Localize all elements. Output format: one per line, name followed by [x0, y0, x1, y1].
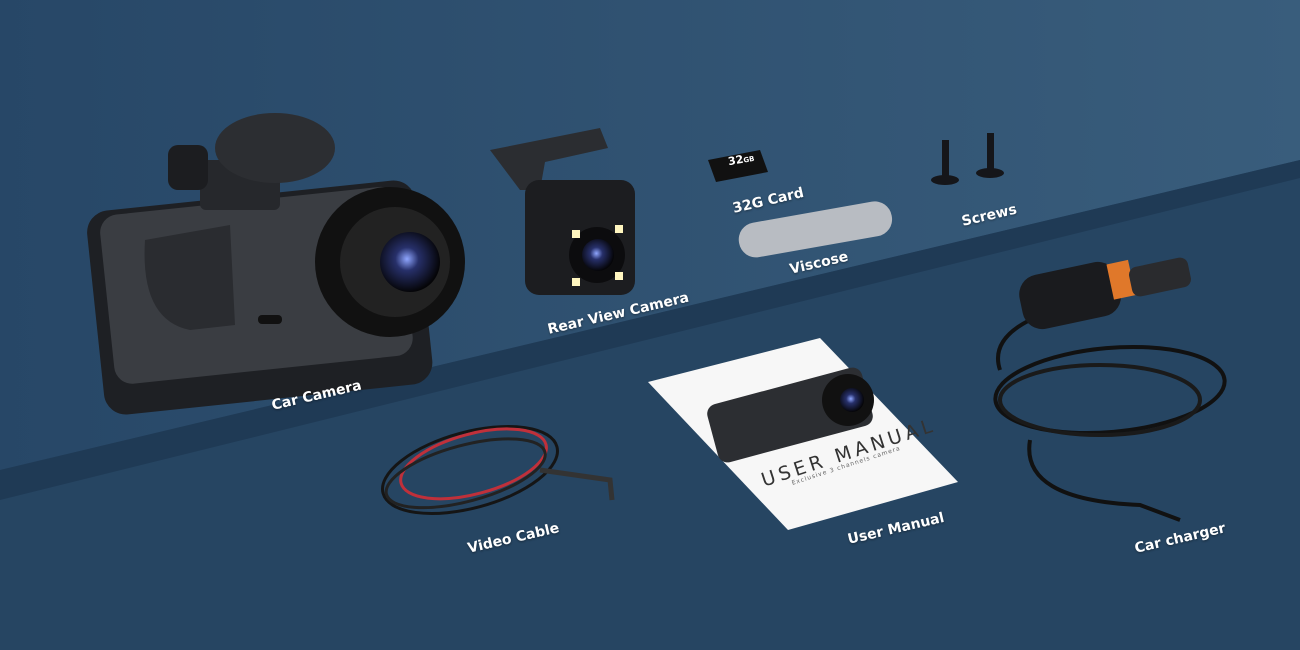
viscose-image	[738, 201, 893, 258]
video-cable-image	[381, 425, 615, 515]
sd-card-unit: GB	[742, 154, 756, 165]
screws-image	[931, 133, 1004, 185]
car-camera-image	[87, 113, 465, 415]
sd-card-capacity: 32	[727, 152, 745, 169]
car-charger-image	[993, 257, 1227, 522]
table-edge	[0, 160, 1300, 500]
sd-card-image	[708, 150, 768, 182]
user-manual-image	[648, 338, 958, 530]
rear-camera-image	[490, 128, 635, 295]
